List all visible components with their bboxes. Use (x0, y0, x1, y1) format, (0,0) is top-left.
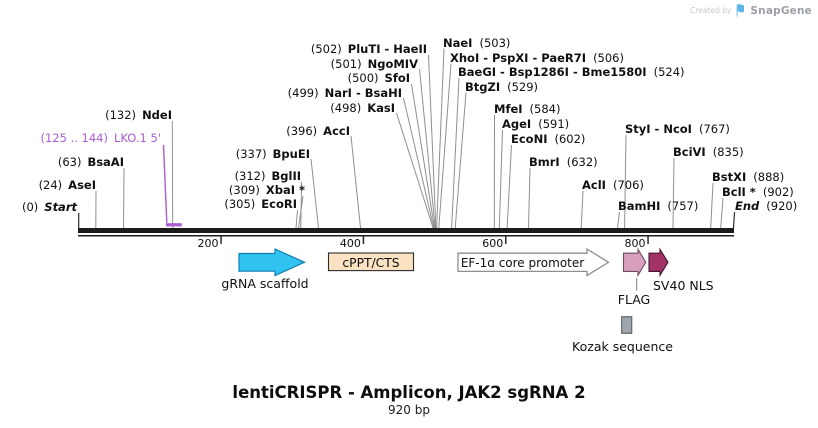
ruler-label-200: 200 (197, 236, 219, 250)
site-label-bglii: (312)BglII (234, 169, 301, 183)
site-label-bcli: BclI *(902) (722, 185, 794, 199)
primer-label-lko1-5prime: (125 .. 144)LKO.1 5' (40, 131, 161, 145)
site-label-sfoi: (500)SfoI (347, 71, 410, 85)
snapgene-brand-text: SnapGene (750, 4, 812, 17)
site-label-bstxi: BstXI(888) (712, 170, 785, 184)
site-label-btgzi: BtgZI(529) (465, 80, 539, 94)
snapgene-credit: Created by SnapGene (690, 4, 812, 17)
leader-line-bcli (720, 197, 724, 229)
leader-line-xhoi (438, 63, 452, 229)
leader-line-styi-ncoi (624, 134, 627, 229)
site-label-econi: EcoNI(602) (511, 132, 586, 146)
site-label-bmri: BmrI(632) (529, 155, 598, 169)
site-label-mfei: MfeI(584) (494, 102, 561, 116)
leader-line-bamhi (617, 211, 620, 229)
leader-line-bglii (300, 181, 302, 229)
ef1a-core-promoter-arrow (457, 247, 610, 277)
ruler-label-800: 800 (624, 236, 646, 250)
leader-line-naei (436, 48, 445, 229)
leader-line-lko1-primer (162, 144, 168, 223)
grna-scaffold-arrow (238, 248, 306, 277)
ruler-label-400: 400 (339, 236, 361, 250)
sequence-line-top (78, 228, 734, 233)
site-label-styi-ncoi: StyI - NcoI(767) (625, 122, 730, 136)
leader-line-kasi (396, 112, 434, 229)
site-label-nari-bsahi: (499)NarI - BsaHI (287, 86, 402, 100)
cppt-cts-label: cPPT/CTS (342, 255, 400, 270)
ruler-tick-200 (220, 236, 222, 244)
cppt-cts-box (327, 252, 415, 272)
ruler-tick-800 (647, 236, 649, 244)
site-label-bamhi: BamHI(757) (618, 199, 699, 213)
site-label-ndei: (132)NdeI (105, 108, 172, 122)
ef1a-core-promoter-label: EF-1ɑ core promoter (460, 255, 585, 270)
site-label-ecori: (305)EcoRI (224, 197, 297, 211)
leader-line-ngomiv (419, 68, 436, 229)
leader-line-pluti-haeii (428, 54, 437, 229)
site-label-bcivi: BciVI(835) (673, 145, 744, 159)
leader-line-econi (506, 144, 512, 229)
leader-line-acci (350, 135, 361, 229)
ruler-label-600: 600 (482, 236, 504, 250)
leader-line-end (732, 211, 736, 229)
map-title: lentiCRISPR - Amplicon, JAK2 sgRNA 2 (232, 383, 586, 402)
sv40-nls-label: SV40 NLS (653, 277, 714, 293)
ruler-tick-400 (362, 236, 365, 244)
sv40-nls-arrow (648, 247, 669, 278)
leader-line-bstxi (710, 182, 714, 229)
grna-scaffold-label: gRNA scaffold (221, 275, 309, 291)
site-label-ngomiv: (501)NgoMIV (330, 57, 418, 71)
site-label-kasi: (498)KasI (330, 101, 395, 115)
leader-line-acli (580, 190, 584, 229)
site-label-xhoi-pspxi-paer7i: XhoI - PspXI - PaeR7I(506) (450, 51, 624, 65)
site-label-naei: NaeI(503) (443, 36, 511, 50)
ruler-tick-600 (505, 236, 507, 244)
site-label-asei: (24)AseI (38, 178, 96, 192)
kozak-sequence-box (621, 316, 633, 334)
leader-line-btgzi (454, 92, 467, 229)
site-label-pluti-haeii: (502)PluTI - HaeII (310, 42, 427, 56)
site-label-end: End(920) (735, 199, 798, 213)
flag-arrow (622, 247, 647, 278)
snapgene-flag-icon (737, 4, 745, 17)
site-label-bsaai: (63)BsaAI (57, 155, 124, 169)
leader-line-bpuei (310, 158, 319, 229)
site-label-acli: AclI(706) (582, 178, 644, 192)
leader-line-sfoi (411, 83, 435, 229)
leader-line-bmri (528, 167, 531, 229)
site-label-agei: AgeI(591) (502, 117, 570, 131)
flag-label: FLAG (617, 291, 651, 307)
leader-line-agei (498, 129, 503, 229)
lko1-primer-bar (166, 223, 182, 227)
leader-line-baegi (451, 77, 460, 229)
site-label-start: (0)Start (21, 200, 77, 214)
site-label-xbai: (309)XbaI * (228, 183, 305, 197)
leader-line-ecori (295, 209, 298, 229)
map-length: 920 bp (388, 403, 430, 417)
site-label-bpuei: (337)BpuEI (235, 147, 310, 161)
site-label-acci: (396)AccI (286, 124, 350, 138)
leader-line-bsaai (123, 167, 125, 229)
kozak-sequence-label: Kozak sequence (572, 339, 673, 354)
created-by-text: Created by (690, 6, 732, 15)
site-label-baegi-bsp1286i-bme1580i: BaeGI - Bsp1286I - Bme1580I(524) (458, 65, 685, 79)
leader-line-bcivi (672, 157, 675, 229)
leader-line-nari-bsahi (403, 97, 435, 229)
sequence-line-bottom (78, 234, 734, 237)
